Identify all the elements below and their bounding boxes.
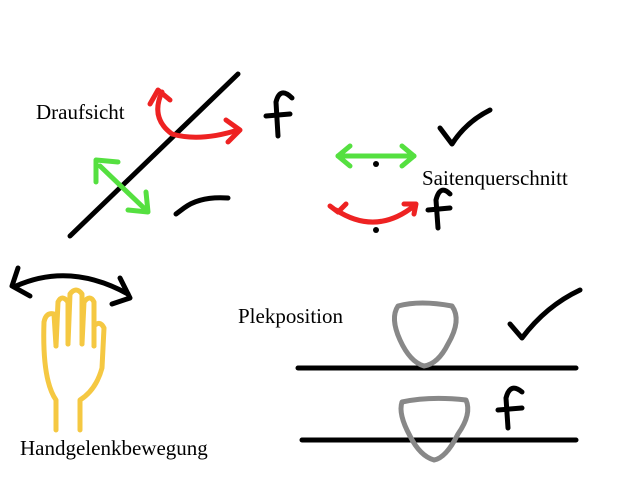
double-arrow-icon xyxy=(335,143,417,169)
check-icon xyxy=(507,287,583,341)
rotation-arrow-icon xyxy=(147,87,243,145)
double-arrow-icon xyxy=(93,157,151,215)
string-dot xyxy=(373,227,379,233)
pick-position-group xyxy=(295,287,583,463)
top-view-group xyxy=(67,71,295,239)
pick-icon xyxy=(398,395,471,463)
label-pick-position: Plekposition xyxy=(238,304,344,328)
string-line-top-view xyxy=(67,71,241,239)
string-dot xyxy=(373,161,379,167)
hand-icon xyxy=(41,287,107,433)
rotation-arrow-icon xyxy=(327,201,419,225)
wrong-f-icon xyxy=(425,187,453,231)
label-wrist-movement: Handgelenkbewegung xyxy=(20,436,208,460)
check-icon xyxy=(173,195,231,217)
pick-icon xyxy=(392,300,459,369)
wrong-f-icon xyxy=(263,90,295,139)
wrist-group xyxy=(9,265,133,433)
check-icon xyxy=(437,107,493,147)
label-top-view: Draufsicht xyxy=(36,100,125,124)
label-string-cross-section: Saitenquerschnitt xyxy=(422,166,568,190)
rotation-arrow-icon xyxy=(9,265,133,307)
cross-section-group xyxy=(327,107,493,233)
wrong-f-icon xyxy=(495,385,525,431)
